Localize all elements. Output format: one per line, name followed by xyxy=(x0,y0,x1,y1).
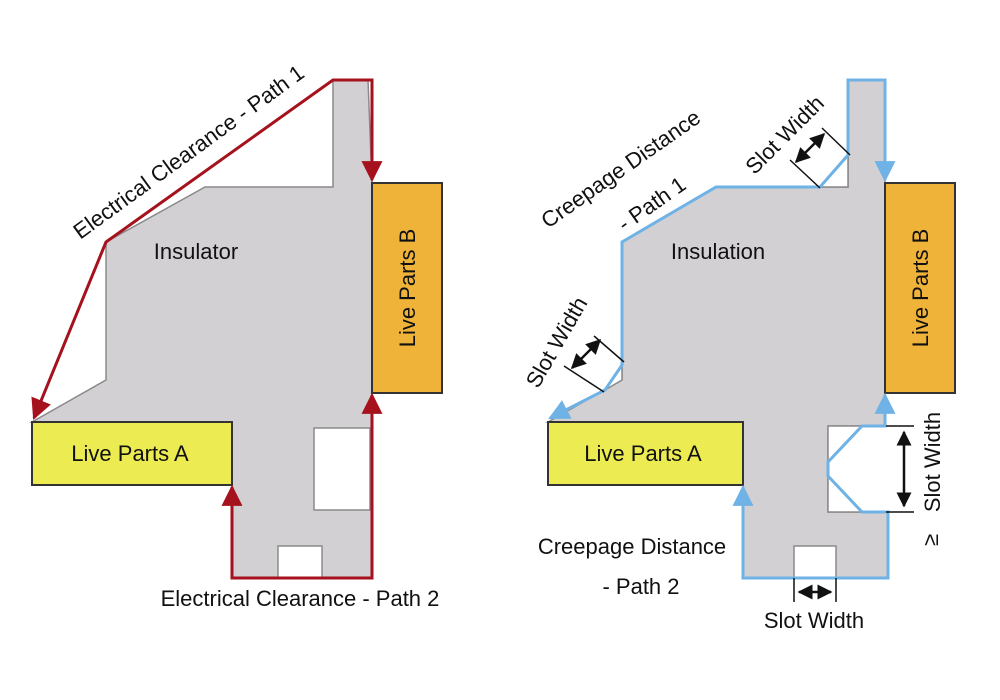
slot-width-right-label: Slot Width xyxy=(920,412,945,512)
slot-width-top-label: Slot Width xyxy=(740,90,829,179)
slot-notch-right xyxy=(313,427,371,511)
clearance-path-2-label: Electrical Clearance - Path 2 xyxy=(161,586,440,611)
live-parts-a-box xyxy=(31,421,233,486)
slot-width-left-indicator xyxy=(563,335,625,393)
live-parts-a-box xyxy=(547,421,744,486)
creepage-path-2-label-line2: - Path 2 xyxy=(602,574,679,599)
insulation-label: Insulation xyxy=(671,239,765,264)
slot-notch-bottom xyxy=(793,545,837,579)
live-parts-a-label: Live Parts A xyxy=(71,441,189,466)
slot-width-bottom-label: Slot Width xyxy=(764,608,864,633)
clearance-path-1 xyxy=(31,78,383,420)
slot-width-right-indicator xyxy=(886,425,914,513)
left-diagram: Live Parts B Live Parts A Insulator Elec… xyxy=(29,60,443,611)
creepage-path-2-label-line1: Creepage Distance xyxy=(538,534,726,559)
slot-width-right-symbol: ≥ xyxy=(918,534,943,546)
slot-width-top-indicator xyxy=(789,127,851,189)
live-parts-a-label: Live Parts A xyxy=(584,441,702,466)
creepage-path-1 xyxy=(548,78,896,420)
right-diagram: Live Parts B Live Parts A Insulation Slo… xyxy=(521,78,956,633)
slot-width-bottom-indicator xyxy=(793,578,837,602)
live-parts-b-box xyxy=(884,182,956,394)
clearance-path-2 xyxy=(221,392,383,580)
slot-notch-right xyxy=(827,425,864,513)
insulator-label: Insulator xyxy=(154,239,238,264)
slot-notch-bottom xyxy=(277,545,323,579)
creepage-path-2 xyxy=(732,392,896,580)
live-parts-b-label: Live Parts B xyxy=(908,229,933,348)
live-parts-b-label: Live Parts B xyxy=(395,229,420,348)
